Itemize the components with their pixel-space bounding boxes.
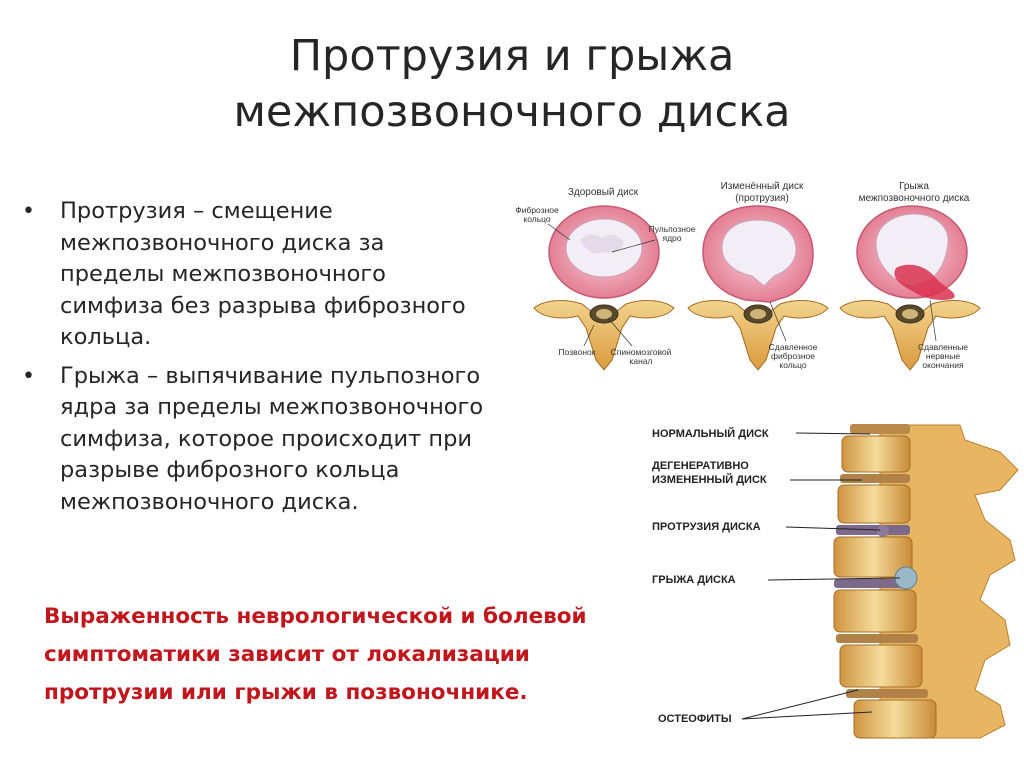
disk-labels-hernia: Сдавленные нервные окончания — [918, 299, 968, 370]
label-compressed-nerve-2: нервные — [926, 351, 960, 361]
spine-labels: НОРМАЛЬНЫЙ ДИСК ДЕГЕНЕРАТИВНО ИЗМЕНЕННЫЙ… — [652, 427, 901, 725]
header-changed-1: Изменённый диск — [721, 181, 804, 192]
bullet-hernia: • Грыжа – выпячивание пульпозного ядра з… — [16, 361, 486, 519]
header-hernia-1: Грыжа — [899, 181, 929, 192]
label-hernia: ГРЫЖА ДИСКА — [652, 574, 736, 586]
header-healthy: Здоровый диск — [568, 187, 639, 198]
label-osteophytes: ОСТЕОФИТЫ — [658, 713, 732, 725]
disk-protrusion: Изменённый диск (протрузия) — [687, 181, 829, 371]
bullet-dot-icon: • — [22, 363, 35, 389]
label-compressed-ring-2: фиброзное — [771, 351, 815, 361]
spine-illustration — [833, 424, 1019, 739]
disk-labels-healthy: Фиброзное кольцо Пульпозное ядро Позвоно… — [515, 205, 695, 366]
disk-labels-protrusion: Сдавленное фиброзное кольцо — [769, 301, 818, 370]
label-canal-1: Спиномозговой — [611, 347, 672, 357]
label-compressed-nerve-3: окончания — [922, 360, 964, 370]
bullet-dot-icon: • — [22, 199, 35, 224]
slide-title: Протрузия и грыжа межпозвоночного диска — [0, 28, 1024, 140]
label-pulpous-2: ядро — [662, 233, 681, 243]
disk-hernia: Грыжа межпозвоночного диска — [839, 181, 981, 371]
label-vertebra: Позвонок — [559, 347, 596, 357]
label-fibrous-2: кольцо — [523, 214, 551, 224]
title-line-1: Протрузия и грыжа — [289, 31, 735, 81]
label-degenerative-1: ДЕГЕНЕРАТИВНО — [652, 460, 749, 472]
label-pulpous-1: Пульпозное — [649, 224, 696, 234]
header-hernia-2: межпозвоночного диска — [859, 193, 970, 204]
bullet-text: Протрузия – смещение межпозвоночного дис… — [60, 198, 466, 350]
warning-text: Выраженность неврологической и болевой с… — [44, 604, 587, 705]
label-compressed-ring-3: кольцо — [779, 360, 807, 370]
bullet-text: Грыжа – выпячивание пульпозного ядра за … — [60, 362, 484, 515]
label-compressed-nerve-1: Сдавленные — [918, 342, 968, 352]
label-fibrous-1: Фиброзное — [515, 205, 559, 215]
label-protrusion: ПРОТРУЗИЯ ДИСКА — [652, 521, 761, 533]
title-line-2: межпозвоночного диска — [233, 87, 791, 137]
label-canal-2: канал — [629, 356, 652, 366]
disk-healthy: Здоровый диск — [533, 187, 675, 371]
label-degenerative-2: ИЗМЕНЕННЫЙ ДИСК — [652, 473, 767, 486]
bullet-list: • Протрузия – смещение межпозвоночного ди… — [16, 196, 486, 525]
header-changed-2: (протрузия) — [735, 193, 789, 204]
bullet-protrusion: • Протрузия – смещение межпозвоночного ди… — [16, 196, 486, 354]
label-normal-disk: НОРМАЛЬНЫЙ ДИСК — [652, 427, 769, 440]
label-compressed-ring-1: Сдавленное — [769, 342, 818, 352]
